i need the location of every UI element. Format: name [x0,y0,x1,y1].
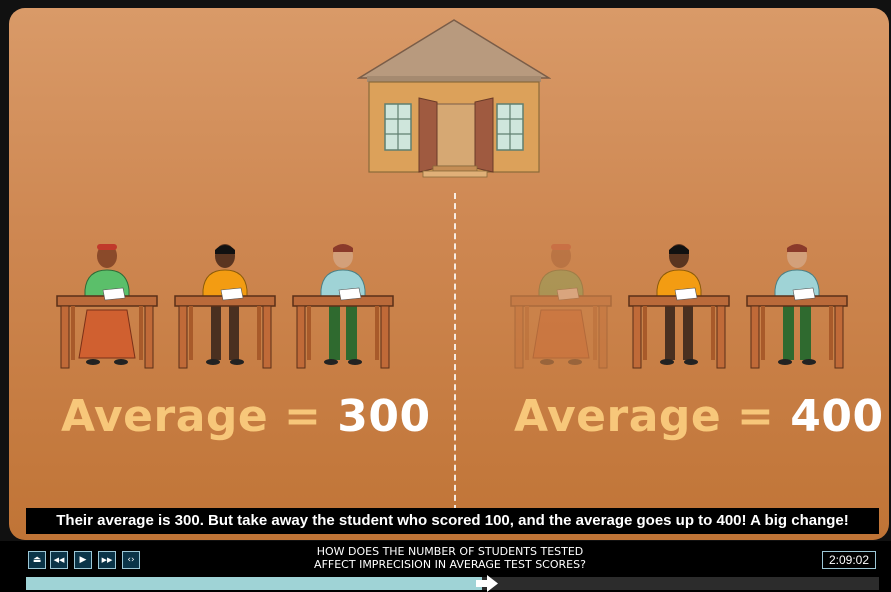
student-boy-blue-shirt-right [746,244,848,369]
student-boy-orange-shirt [174,244,276,369]
student-boy-blue-shirt [292,244,394,369]
left-average: Average = 300 [61,391,431,442]
schoolhouse-illustration [357,19,551,178]
player-controls: ⏏ ◀◀ ▶ ▶▶ ‹› How does the number of stud… [0,541,891,592]
right-average: Average = 400 [514,391,884,442]
rewind-icon: ◀◀ [53,556,65,564]
student-girl-green-shirt-removed [510,244,612,369]
timecode: 2:09:02 [822,551,876,569]
fast-forward-icon: ▶▶ [101,556,113,564]
play-icon: ▶ [79,555,87,565]
progress-bar[interactable] [26,575,879,592]
caption-subtitle: Their average is 300. But take away the … [26,508,879,534]
right-average-label: Average = [514,391,791,442]
play-button[interactable]: ▶ [74,551,92,569]
video-title-line2: affect imprecision in average test score… [314,558,586,571]
video-frame[interactable]: Average = 300 Average = 400 [9,8,889,540]
progress-arrow-icon[interactable] [476,575,499,592]
left-average-value: 300 [337,391,431,442]
fast-forward-button[interactable]: ▶▶ [98,551,116,569]
dashed-divider [454,193,456,511]
progress-fill [26,577,483,590]
rewind-button[interactable]: ◀◀ [50,551,68,569]
eject-icon: ⏏ [32,555,42,565]
eject-button[interactable]: ⏏ [28,551,46,569]
embed-icon: ‹› [127,555,135,565]
video-title-line1: How does the number of students tested [316,545,584,558]
embed-button[interactable]: ‹› [122,551,140,569]
student-boy-orange-shirt-right [628,244,730,369]
left-average-label: Average = [61,391,338,442]
student-girl-green-shirt [56,244,158,369]
right-average-value: 400 [790,391,884,442]
video-title: How does the number of students tested a… [270,545,630,571]
